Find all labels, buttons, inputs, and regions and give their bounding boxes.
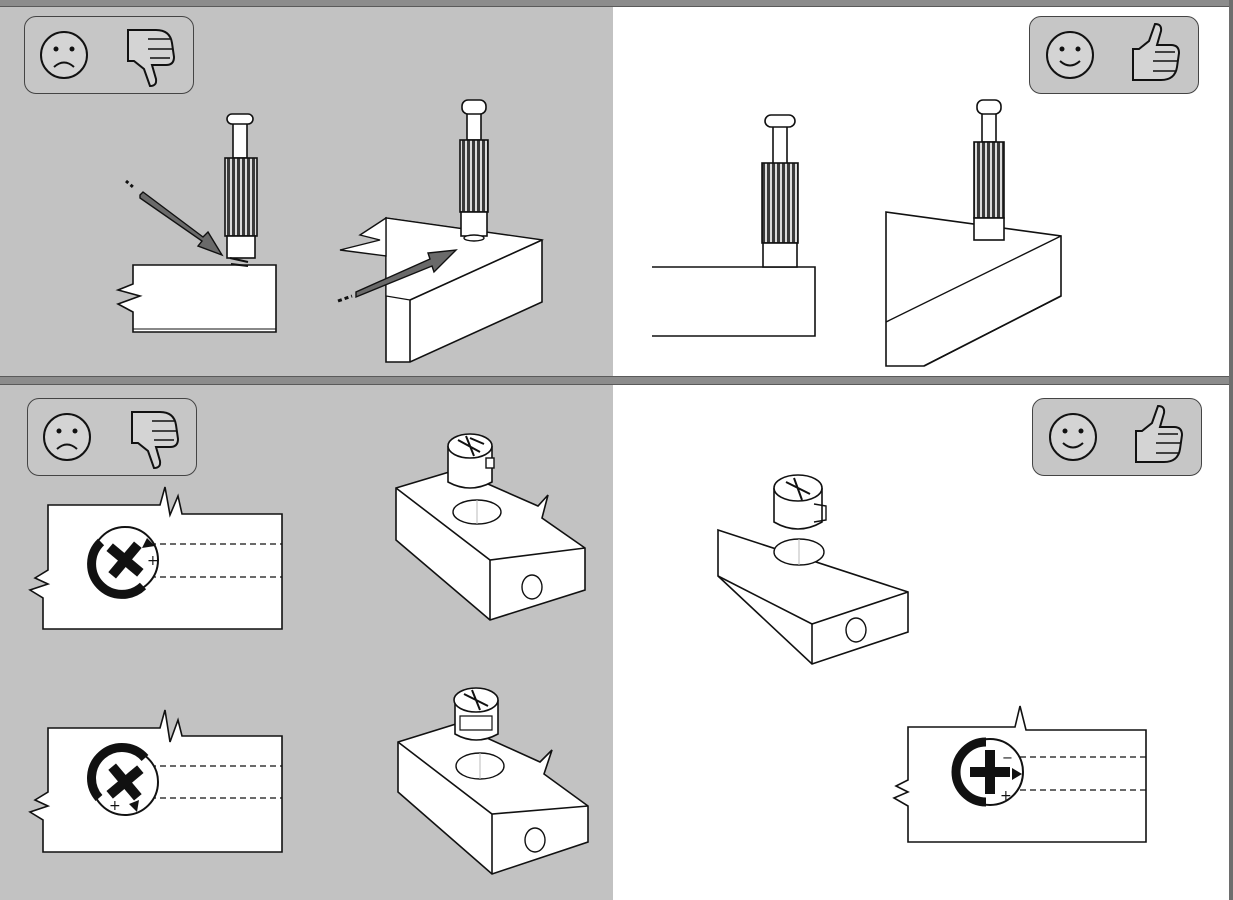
minus-mark: − <box>1002 751 1013 766</box>
thumbs-up-icon <box>1135 404 1184 463</box>
cam-lock-housing <box>453 687 499 741</box>
thumbs-down-icon <box>127 29 176 88</box>
board-block <box>397 723 589 875</box>
sad-face-icon <box>43 413 91 461</box>
board-corner <box>339 216 545 363</box>
sad-face-icon <box>40 31 88 79</box>
right-rule <box>1229 0 1233 900</box>
arrow-icon <box>125 179 224 257</box>
cam-lock-wrong-orientation-icon: + <box>87 526 159 599</box>
middle-rule <box>0 376 1233 385</box>
arrow-icon <box>337 249 458 303</box>
thumbs-down-icon <box>131 411 180 470</box>
board-block <box>717 528 909 665</box>
smiley-face-icon <box>1046 31 1094 79</box>
board-edge <box>652 266 816 337</box>
cam-stud-screwed <box>459 99 489 242</box>
board-block <box>395 469 586 621</box>
cam-stud-upright <box>761 114 799 268</box>
cam-stud-screwed <box>973 99 1005 241</box>
plus-mark: + <box>109 798 121 814</box>
cam-lock-housing <box>447 433 495 489</box>
board-edge <box>115 264 277 333</box>
cam-lock-correct-orientation-icon: + − <box>951 737 1024 807</box>
plus-mark: + <box>1000 788 1012 804</box>
thumbs-up-icon <box>1132 22 1181 81</box>
cam-lock-housing <box>773 474 827 530</box>
cam-lock-wrong-orientation-icon: + <box>87 743 159 816</box>
cam-stud-loose <box>224 113 258 267</box>
smiley-face-icon <box>1049 413 1097 461</box>
top-rule <box>0 0 1233 7</box>
board-corner <box>885 211 1062 367</box>
plus-mark: + <box>147 553 159 569</box>
